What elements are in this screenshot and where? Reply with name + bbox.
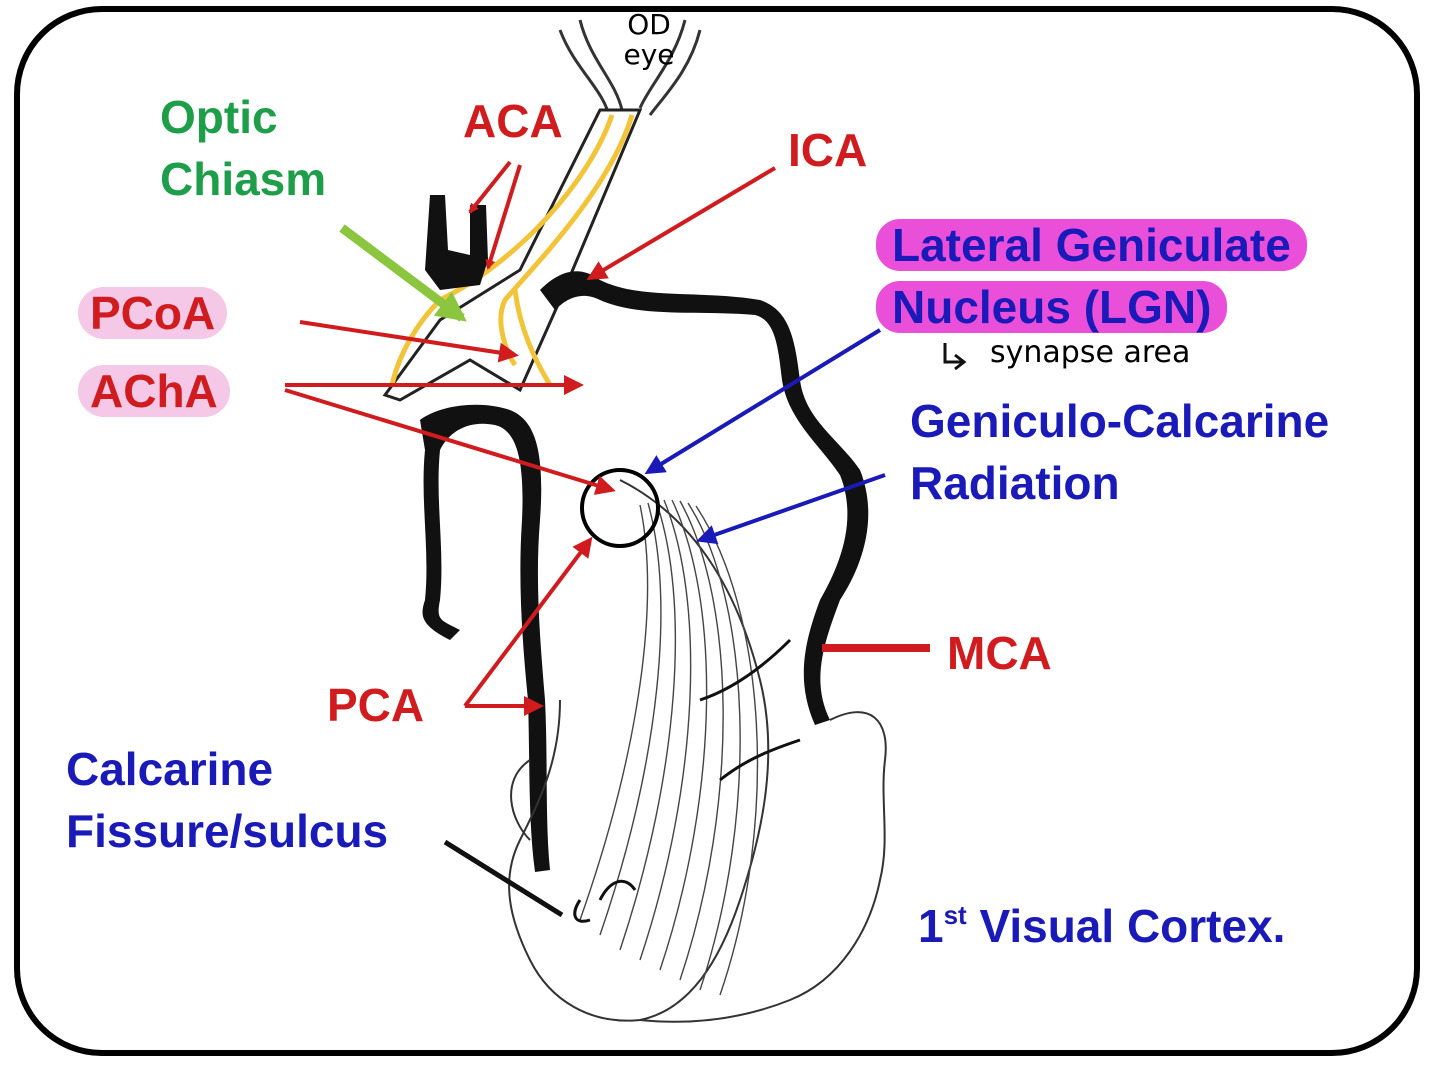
cortex-sup: st — [943, 900, 967, 930]
radiation-label: Geniculo-Calcarine Radiation — [910, 390, 1329, 514]
cortex-prefix: 1 — [918, 900, 944, 952]
annotation-arrows — [284, 160, 967, 918]
ica-label: ICA — [788, 124, 868, 176]
calcarine-line2: Fissure/sulcus — [66, 805, 389, 857]
circle-of-willis-vessels — [420, 195, 869, 872]
pca-label: PCA — [327, 679, 425, 731]
radiation-line1: Geniculo-Calcarine — [910, 395, 1330, 447]
mca-label: MCA — [947, 627, 1052, 679]
optic-pathway-shape — [382, 108, 643, 402]
cortex-vessels — [573, 638, 801, 923]
cortex-suffix: Visual Cortex. — [966, 900, 1286, 952]
pcoa-label: PCoA — [78, 282, 228, 344]
od-eye-line2: eye — [623, 38, 675, 71]
synapse-note: synapse area — [990, 335, 1191, 370]
od-eye-label: OD eye — [617, 10, 681, 70]
occipital-cortex — [508, 479, 887, 1023]
acha-pill: AChA — [78, 365, 230, 417]
acha-label: AChA — [78, 360, 230, 422]
radiation-fibers — [579, 499, 759, 996]
optic-chiasm-line1: Optic — [160, 91, 278, 143]
lgn-pill-line2: Nucleus (LGN) — [876, 281, 1228, 333]
lgn-label-line2: Nucleus (LGN) — [876, 276, 1228, 338]
radiation-line2: Radiation — [910, 457, 1120, 509]
aca-label: ACA — [463, 95, 563, 147]
od-eye-line1: OD — [627, 8, 671, 41]
pcoa-pill: PCoA — [78, 287, 228, 339]
visual-cortex-label: 1st Visual Cortex. — [918, 884, 1285, 957]
calcarine-line1: Calcarine — [66, 743, 274, 795]
optic-chiasm-line2: Chiasm — [160, 153, 327, 205]
lgn-circle — [580, 468, 660, 548]
lgn-label-line1: Lateral Geniculate — [876, 214, 1307, 276]
lgn-pill-line1: Lateral Geniculate — [876, 219, 1307, 271]
calcarine-label: Calcarine Fissure/sulcus — [66, 738, 388, 862]
optic-chiasm-label: Optic Chiasm — [160, 86, 326, 210]
